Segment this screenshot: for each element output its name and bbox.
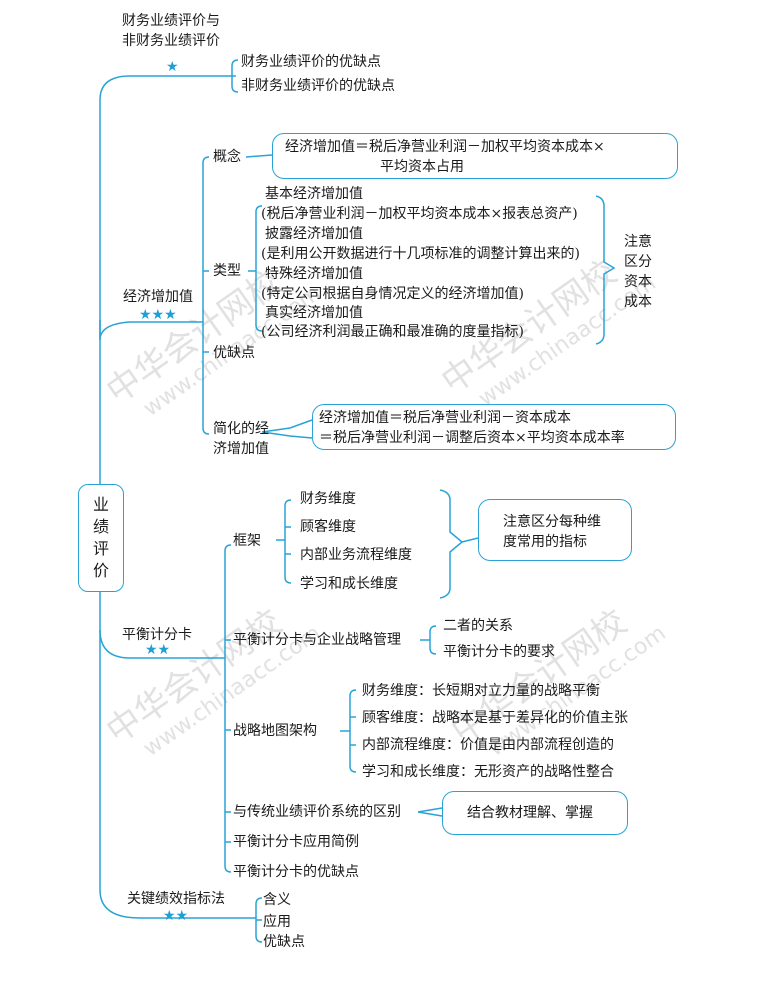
root-char: 评 bbox=[92, 539, 109, 558]
concept-label: 概念 bbox=[213, 149, 241, 165]
framework-label: 框架 bbox=[233, 533, 261, 549]
example-label: 平衡计分卡应用简例 bbox=[233, 834, 359, 850]
simplified-formula-line2: ＝税后净营业利润－调整后资本×平均资本成本率 bbox=[319, 430, 625, 446]
type-name: 特殊经济增加值 bbox=[265, 266, 363, 282]
section3-title: 平衡计分卡 bbox=[122, 627, 192, 643]
section1-title-line1: 财务业绩评价与 bbox=[122, 13, 220, 29]
difference-note-box: 结合教材理解、掌握 bbox=[442, 791, 628, 835]
section4-item: 含义 bbox=[263, 892, 291, 908]
framework-note-line2: 度常用的指标 bbox=[503, 534, 587, 550]
types-label: 类型 bbox=[213, 263, 241, 279]
framework-item: 顾客维度 bbox=[300, 519, 356, 535]
section2-pros-cons: 优缺点 bbox=[213, 345, 255, 361]
simplified-formula-box: 经济增加值＝税后净营业利润－资本成本 ＝税后净营业利润－调整后资本×平均资本成本… bbox=[312, 404, 676, 450]
section4-item: 优缺点 bbox=[263, 934, 305, 950]
strategy-map-item: 财务维度：长短期对立力量的战略平衡 bbox=[362, 683, 600, 699]
type-name: 披露经济增加值 bbox=[265, 226, 363, 242]
type-desc: (特定公司根据自身情况定义的经济增加值) bbox=[261, 286, 524, 302]
root-char: 绩 bbox=[92, 517, 109, 536]
type-name: 基本经济增加值 bbox=[265, 186, 363, 202]
framework-item: 内部业务流程维度 bbox=[300, 547, 412, 563]
strategy-map-item: 学习和成长维度：无形资产的战略性整合 bbox=[362, 764, 614, 780]
simplified-label-line1: 简化的经 bbox=[213, 421, 269, 437]
star-rating-icon: ★★★ bbox=[139, 307, 177, 323]
type-desc: (税后净营业利润－加权平均资本成本×报表总资产) bbox=[261, 206, 578, 222]
star-rating-icon: ★★ bbox=[163, 908, 189, 924]
bsc-pros-cons-label: 平衡计分卡的优缺点 bbox=[233, 864, 359, 880]
difference-note: 结合教材理解、掌握 bbox=[467, 805, 593, 821]
section1-item: 非财务业绩评价的优缺点 bbox=[241, 78, 395, 94]
star-rating-icon: ★★ bbox=[145, 642, 171, 658]
strategy-mgmt-item: 二者的关系 bbox=[443, 618, 513, 634]
strategy-mgmt-item: 平衡计分卡的要求 bbox=[443, 644, 555, 660]
strategy-map-item: 内部流程维度：价值是由内部流程创造的 bbox=[362, 737, 614, 753]
strategy-map-item: 顾客维度：战略本是基于差异化的价值主张 bbox=[362, 710, 628, 726]
simplified-label-line2: 济增加值 bbox=[213, 441, 269, 457]
section2-title: 经济增加值 bbox=[123, 289, 193, 305]
section4-title: 关键绩效指标法 bbox=[127, 891, 225, 907]
strategy-map-label: 战略地图架构 bbox=[233, 723, 317, 739]
star-rating-icon: ★ bbox=[166, 59, 179, 75]
framework-note-box: 注意区分每种维 度常用的指标 bbox=[478, 499, 632, 561]
root-char: 业 bbox=[92, 495, 109, 514]
root-char: 价 bbox=[92, 561, 109, 580]
root-node: 业 绩 评 价 bbox=[78, 484, 124, 592]
section1-item: 财务业绩评价的优缺点 bbox=[241, 54, 381, 70]
concept-formula-box: 经济增加值＝税后净营业利润－加权平均资本成本× 平均资本占用 bbox=[272, 133, 678, 179]
section4-item: 应用 bbox=[263, 914, 291, 930]
framework-item: 财务维度 bbox=[300, 491, 356, 507]
type-name: 真实经济增加值 bbox=[265, 305, 363, 321]
section1-title-line2: 非财务业绩评价 bbox=[122, 33, 220, 49]
framework-note-line1: 注意区分每种维 bbox=[503, 514, 601, 530]
strategy-mgmt-label: 平衡计分卡与企业战略管理 bbox=[233, 632, 401, 648]
simplified-formula-line1: 经济增加值＝税后净营业利润－资本成本 bbox=[319, 410, 571, 426]
concept-formula-line2: 平均资本占用 bbox=[380, 159, 464, 175]
difference-label: 与传统业绩评价系统的区别 bbox=[233, 804, 401, 820]
type-desc: (是利用公开数据进行十几项标准的调整计算出来的) bbox=[261, 246, 580, 262]
concept-formula-line1: 经济增加值＝税后净营业利润－加权平均资本成本× bbox=[285, 139, 605, 155]
type-desc: (公司经济利润最正确和最准确的度量指标) bbox=[261, 324, 524, 340]
types-note: 注意区分资本成本 bbox=[624, 234, 652, 310]
framework-item: 学习和成长维度 bbox=[300, 576, 398, 592]
